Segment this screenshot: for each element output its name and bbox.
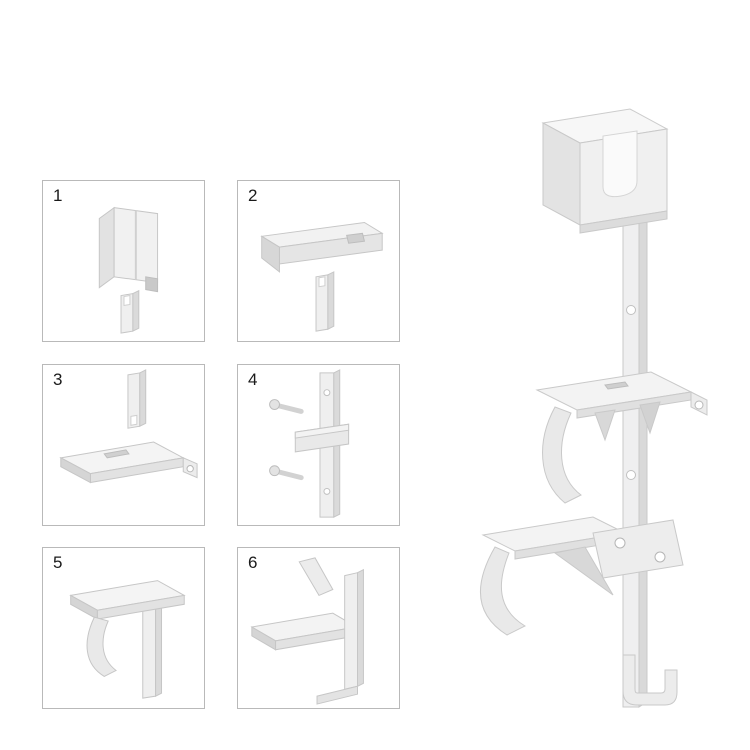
step-box-4: 4 — [237, 364, 400, 526]
l-bracket-part — [316, 568, 364, 705]
step-2-number: 2 — [248, 186, 258, 205]
step-2-illustration — [260, 221, 384, 332]
step-5-illustration — [69, 580, 186, 699]
rail-part — [127, 369, 147, 429]
step-box-2: 2 — [237, 180, 400, 342]
bottom-hook — [622, 654, 678, 706]
step-box-5: 5 — [42, 547, 205, 709]
step-3-illustration — [59, 369, 198, 484]
step-4-number: 4 — [248, 370, 258, 389]
step-6-number: 6 — [248, 553, 258, 572]
shelf-part — [69, 580, 186, 620]
step-box-1: 1 — [42, 180, 205, 342]
rail-part — [142, 603, 163, 699]
step-4-illustration — [269, 369, 350, 518]
rail-tab-part — [315, 271, 335, 332]
vertical-rail — [622, 159, 648, 708]
clamp-part — [98, 206, 159, 293]
hook-part — [86, 616, 118, 677]
step-6-illustration — [250, 557, 364, 705]
diagonal-arm-part — [298, 557, 334, 597]
shelf-part — [250, 612, 358, 651]
screw-bottom — [269, 465, 304, 481]
step-5-number: 5 — [53, 553, 63, 572]
assembled-wall-mount-illustration — [479, 108, 708, 708]
step-3-number: 3 — [53, 370, 63, 389]
step-box-3: 3 — [42, 364, 205, 526]
step-1-number: 1 — [53, 186, 63, 205]
step-box-6: 6 — [237, 547, 400, 709]
clamp-part — [294, 423, 350, 453]
wall-bracket-part — [260, 221, 384, 273]
top-holder-cup — [541, 108, 669, 234]
lower-cradle-shelf — [479, 516, 684, 636]
assembled-product-render — [425, 95, 715, 725]
middle-bracket-shelf — [535, 371, 708, 504]
shelf-bracket-part — [59, 441, 198, 484]
step-1-illustration — [98, 206, 159, 334]
screw-top — [269, 399, 304, 414]
rail-tab-part — [120, 289, 140, 334]
